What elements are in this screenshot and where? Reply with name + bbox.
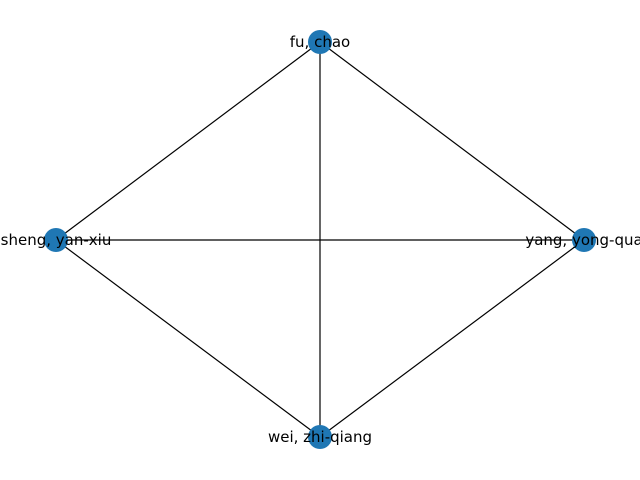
node-layer xyxy=(44,30,596,449)
node-label-left: sheng, yan-xiu xyxy=(1,231,112,249)
edge-top-left xyxy=(55,41,321,241)
edge-left-bottom xyxy=(55,239,321,438)
edge-right-bottom xyxy=(319,239,585,438)
node-label-top: fu, chao xyxy=(290,33,350,51)
edge-layer xyxy=(55,41,585,438)
node-top[interactable] xyxy=(308,30,332,54)
label-layer: fu, chao sheng, yan-xiu yang, yong-qua wei,… xyxy=(1,33,640,446)
node-bottom[interactable] xyxy=(308,425,332,449)
node-right[interactable] xyxy=(572,228,596,252)
edge-top-right xyxy=(319,41,585,241)
node-label-right: yang, yong-qua xyxy=(525,231,640,249)
node-label-bottom: wei, zhi-qiang xyxy=(268,428,372,446)
node-left[interactable] xyxy=(44,228,68,252)
